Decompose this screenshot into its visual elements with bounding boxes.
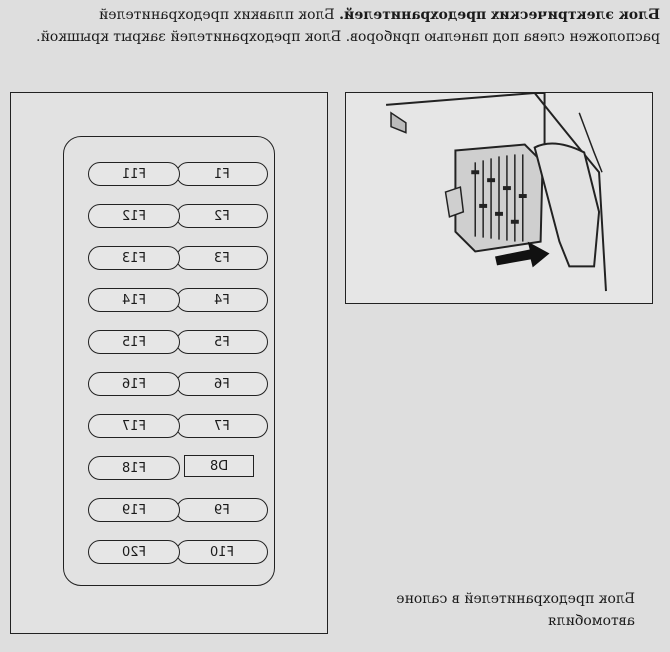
figure-caption: Блок предохранителей в салоне автомобиля [396,591,635,629]
fuse-f11: F11 [88,162,180,186]
fuse-f2: F2 [176,204,268,228]
fuse-f13: F13 [88,246,180,270]
relay-d8: D8 [184,455,254,477]
fuse-f19: F19 [88,498,180,522]
fuse-f10: F10 [176,540,268,564]
fuse-f17: F17 [88,414,180,438]
fuse-f12: F12 [88,204,180,228]
section-text: Блок электрических предохранителей. Блок… [10,4,660,48]
fuse-f15: F15 [88,330,180,354]
section-title: Блок электрических предохранителей. [339,7,660,23]
dashboard-fusebox-drawing [346,93,652,303]
fuse-box-illustration [345,92,653,304]
fuse-f4: F4 [176,288,268,312]
fuse-f18: F18 [88,456,180,480]
fuse-f20: F20 [88,540,180,564]
fuse-f1: F1 [176,162,268,186]
fuse-f6: F6 [176,372,268,396]
fuse-f3: F3 [176,246,268,270]
fuse-f16: F16 [88,372,180,396]
fuse-block-outline: F1 F2 F3 F4 F5 F6 F7 D8 F9 F10 F11 F12 F… [63,136,275,586]
fuse-f14: F14 [88,288,180,312]
fuse-diagram: F1 F2 F3 F4 F5 F6 F7 D8 F9 F10 F11 F12 F… [10,92,328,634]
fuse-f5: F5 [176,330,268,354]
fuse-f9: F9 [176,498,268,522]
fuse-f7: F7 [176,414,268,438]
